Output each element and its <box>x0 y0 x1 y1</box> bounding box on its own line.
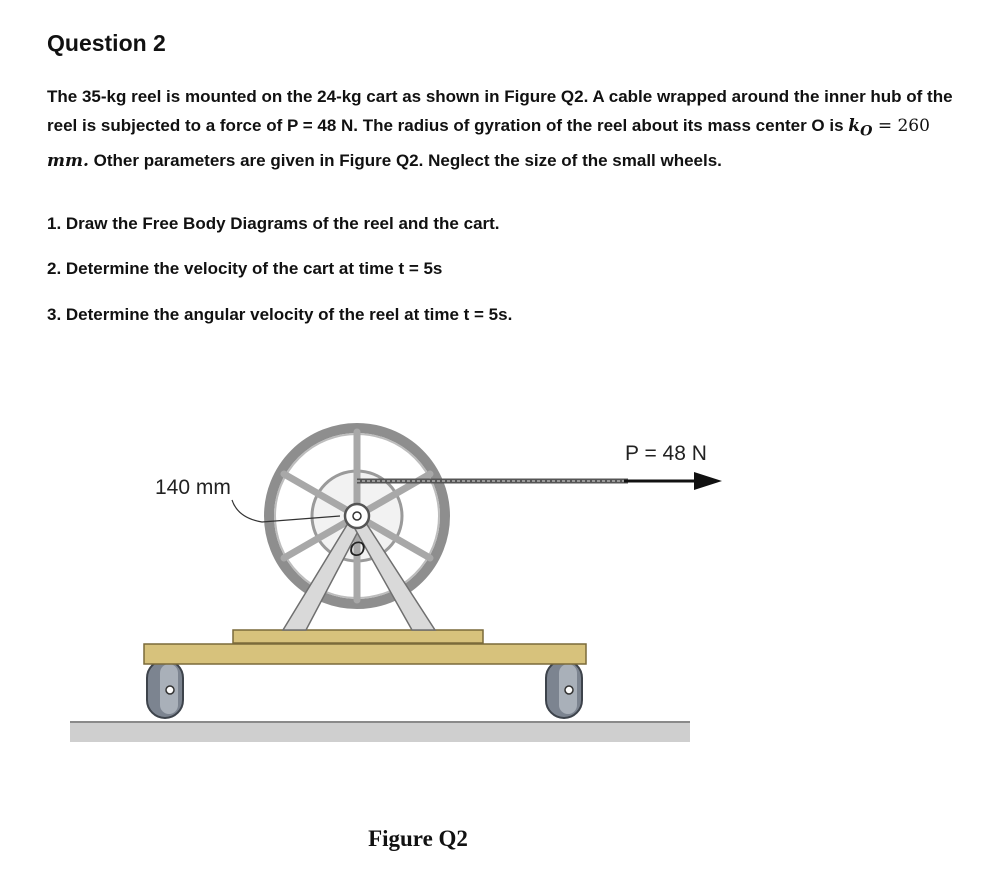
cart-deck <box>143 643 587 665</box>
task-2: 2. Determine the velocity of the cart at… <box>47 259 443 278</box>
radius-of-gyration-unit: mm. <box>47 151 89 172</box>
figure-caption: Figure Q2 <box>368 826 468 851</box>
ground <box>70 721 690 742</box>
radius-label: 140 mm <box>155 476 231 499</box>
question-title: Question 2 <box>47 30 166 56</box>
task-1: 1. Draw the Free Body Diagrams of the re… <box>47 214 500 233</box>
center-label: O <box>349 538 365 561</box>
radius-of-gyration-symbol: k <box>848 116 861 136</box>
intro-text-part2: Other parameters are given in Figure Q2.… <box>93 151 722 171</box>
intro-text-part1: The 35-kg reel is mounted on the 24-kg c… <box>47 87 953 135</box>
radius-of-gyration-value: 260 <box>897 116 930 136</box>
force-arrow <box>624 472 722 490</box>
radius-of-gyration-subscript: O <box>860 123 873 140</box>
reel-base-plate <box>232 629 484 644</box>
question-intro: The 35-kg reel is mounted on the 24-kg c… <box>47 82 967 176</box>
right-wheel <box>545 659 583 719</box>
equals-sign: = <box>872 116 898 136</box>
force-label: P = 48 N <box>625 442 707 465</box>
left-wheel <box>146 659 184 719</box>
task-3: 3. Determine the angular velocity of the… <box>47 305 513 324</box>
reel-center-pin <box>352 511 362 521</box>
radius-leader <box>231 499 341 523</box>
